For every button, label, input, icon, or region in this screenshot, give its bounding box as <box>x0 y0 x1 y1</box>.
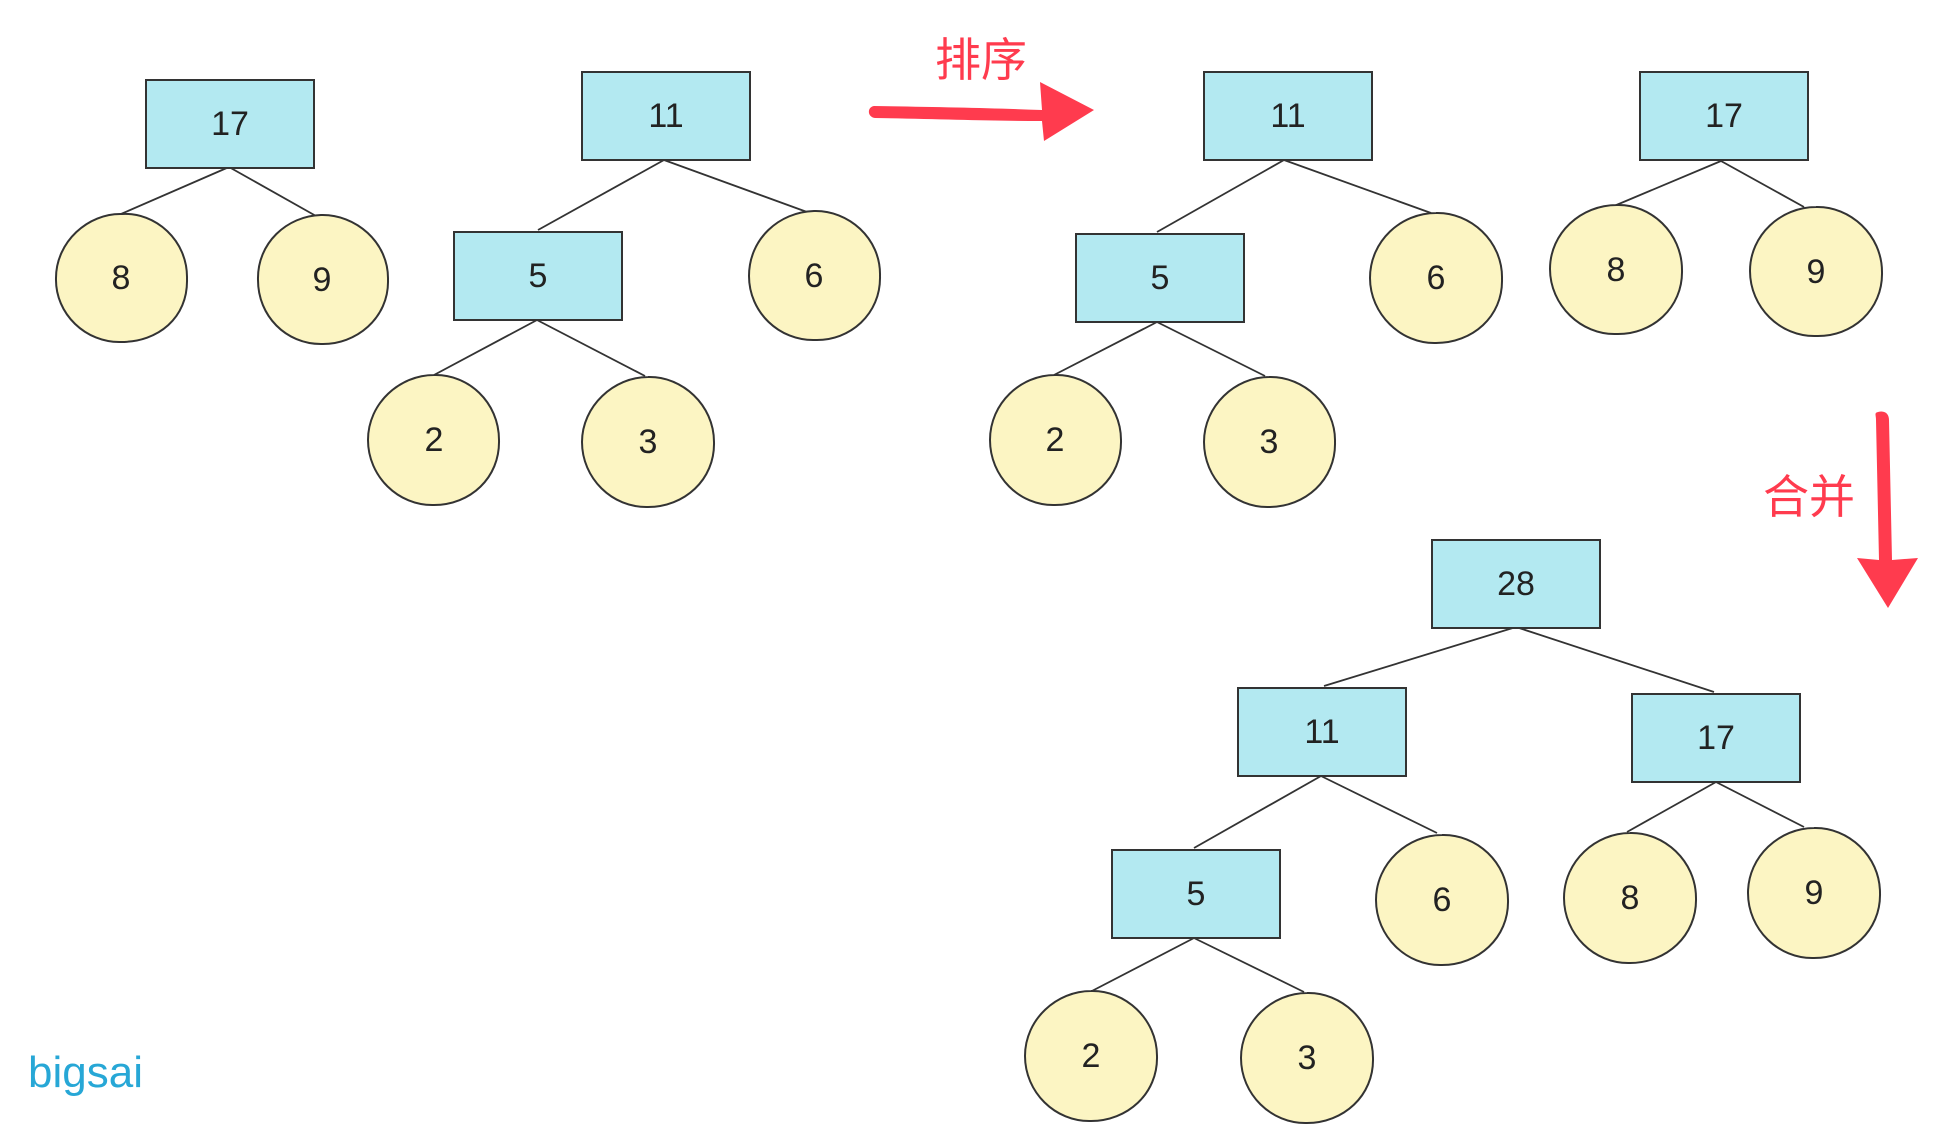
edge <box>1715 781 1805 828</box>
leaf-node: 3 <box>1202 375 1337 509</box>
node-label: 6 <box>805 257 824 295</box>
edges <box>120 159 1805 993</box>
leaf-node: 8 <box>1562 831 1698 965</box>
edge <box>1323 626 1517 687</box>
stage-after-sort: 11 5 6 2 3 17 <box>988 71 1884 509</box>
internal-node: 5 <box>453 231 623 321</box>
node-label: 2 <box>1082 1037 1101 1075</box>
internal-node: 17 <box>1639 71 1809 161</box>
node-label: 5 <box>529 257 548 295</box>
edge <box>1320 775 1438 834</box>
leaf-node: 2 <box>1023 989 1159 1123</box>
edge <box>1613 160 1722 207</box>
leaf-node: 3 <box>580 375 716 509</box>
node-label: 8 <box>112 259 131 297</box>
tree-17: 17 8 9 <box>1548 71 1884 338</box>
leaf-node: 2 <box>988 373 1123 507</box>
leaf-node: 6 <box>1368 211 1504 345</box>
node-label: 9 <box>1805 874 1824 912</box>
edge <box>663 159 808 213</box>
leaf-node: 9 <box>1746 826 1882 960</box>
leaf-node: 3 <box>1239 991 1375 1125</box>
stage-merged: 28 11 17 5 6 8 9 2 <box>1023 539 1882 1125</box>
edge <box>1720 160 1805 208</box>
merge-step: 合并 <box>1763 411 1918 608</box>
tree-11: 11 5 6 2 3 <box>988 71 1504 509</box>
internal-node: 17 <box>145 79 315 169</box>
leaf-node: 2 <box>366 373 501 507</box>
leaf-node: 8 <box>1548 203 1684 336</box>
edge <box>1193 937 1305 993</box>
node-label: 3 <box>1260 423 1279 461</box>
node-label: 11 <box>1270 97 1305 135</box>
leaf-node: 9 <box>256 213 390 346</box>
edge <box>1515 626 1715 693</box>
node-label: 3 <box>639 423 658 461</box>
node-label: 28 <box>1497 565 1535 603</box>
sort-label: 排序 <box>935 33 1027 87</box>
edge <box>536 319 646 377</box>
edge <box>433 319 538 376</box>
edge <box>1283 159 1432 214</box>
watermark-text: bigsai <box>28 1048 143 1097</box>
stage-before-sort: 17 8 9 11 5 6 <box>54 71 882 509</box>
node-label: 6 <box>1433 881 1452 919</box>
node-label: 5 <box>1187 875 1206 913</box>
edge <box>1156 321 1266 377</box>
node-label: 8 <box>1621 879 1640 917</box>
edge <box>537 159 665 231</box>
node-label: 8 <box>1607 251 1626 289</box>
internal-node: 11 <box>1237 687 1407 777</box>
internal-node: 11 <box>581 71 751 161</box>
node-label: 11 <box>648 97 683 135</box>
node-label: 6 <box>1427 259 1446 297</box>
node-label: 9 <box>1807 253 1826 291</box>
leaf-node: 6 <box>747 209 882 342</box>
leaf-node: 8 <box>54 212 189 344</box>
edge <box>120 166 230 215</box>
node-label: 17 <box>1705 97 1743 135</box>
node-label: 9 <box>313 261 332 299</box>
edge <box>228 166 317 217</box>
node-label: 17 <box>211 105 249 143</box>
internal-node: 11 <box>1203 71 1373 161</box>
edge <box>1626 781 1717 833</box>
sort-step: 排序 <box>868 33 1094 141</box>
edge <box>1193 775 1322 849</box>
merge-label: 合并 <box>1763 470 1855 524</box>
right-arrow-icon <box>868 82 1094 141</box>
tree-17: 17 8 9 <box>54 79 390 346</box>
leaf-node: 6 <box>1374 833 1510 967</box>
internal-node: 5 <box>1111 849 1281 939</box>
internal-node: 5 <box>1075 233 1245 323</box>
leaf-node: 9 <box>1748 205 1884 338</box>
internal-node: 17 <box>1631 693 1801 783</box>
edge <box>1089 937 1195 993</box>
node-label: 2 <box>425 421 444 459</box>
tree-11: 11 5 6 2 3 <box>366 71 882 509</box>
node-label: 5 <box>1151 259 1170 297</box>
node-label: 2 <box>1046 421 1065 459</box>
root-node: 28 <box>1431 539 1601 629</box>
edge <box>1156 159 1285 233</box>
node-label: 11 <box>1304 713 1339 751</box>
node-label: 3 <box>1298 1039 1317 1077</box>
node-label: 17 <box>1697 719 1735 757</box>
down-arrow-icon <box>1857 411 1918 608</box>
edge <box>1053 321 1158 376</box>
